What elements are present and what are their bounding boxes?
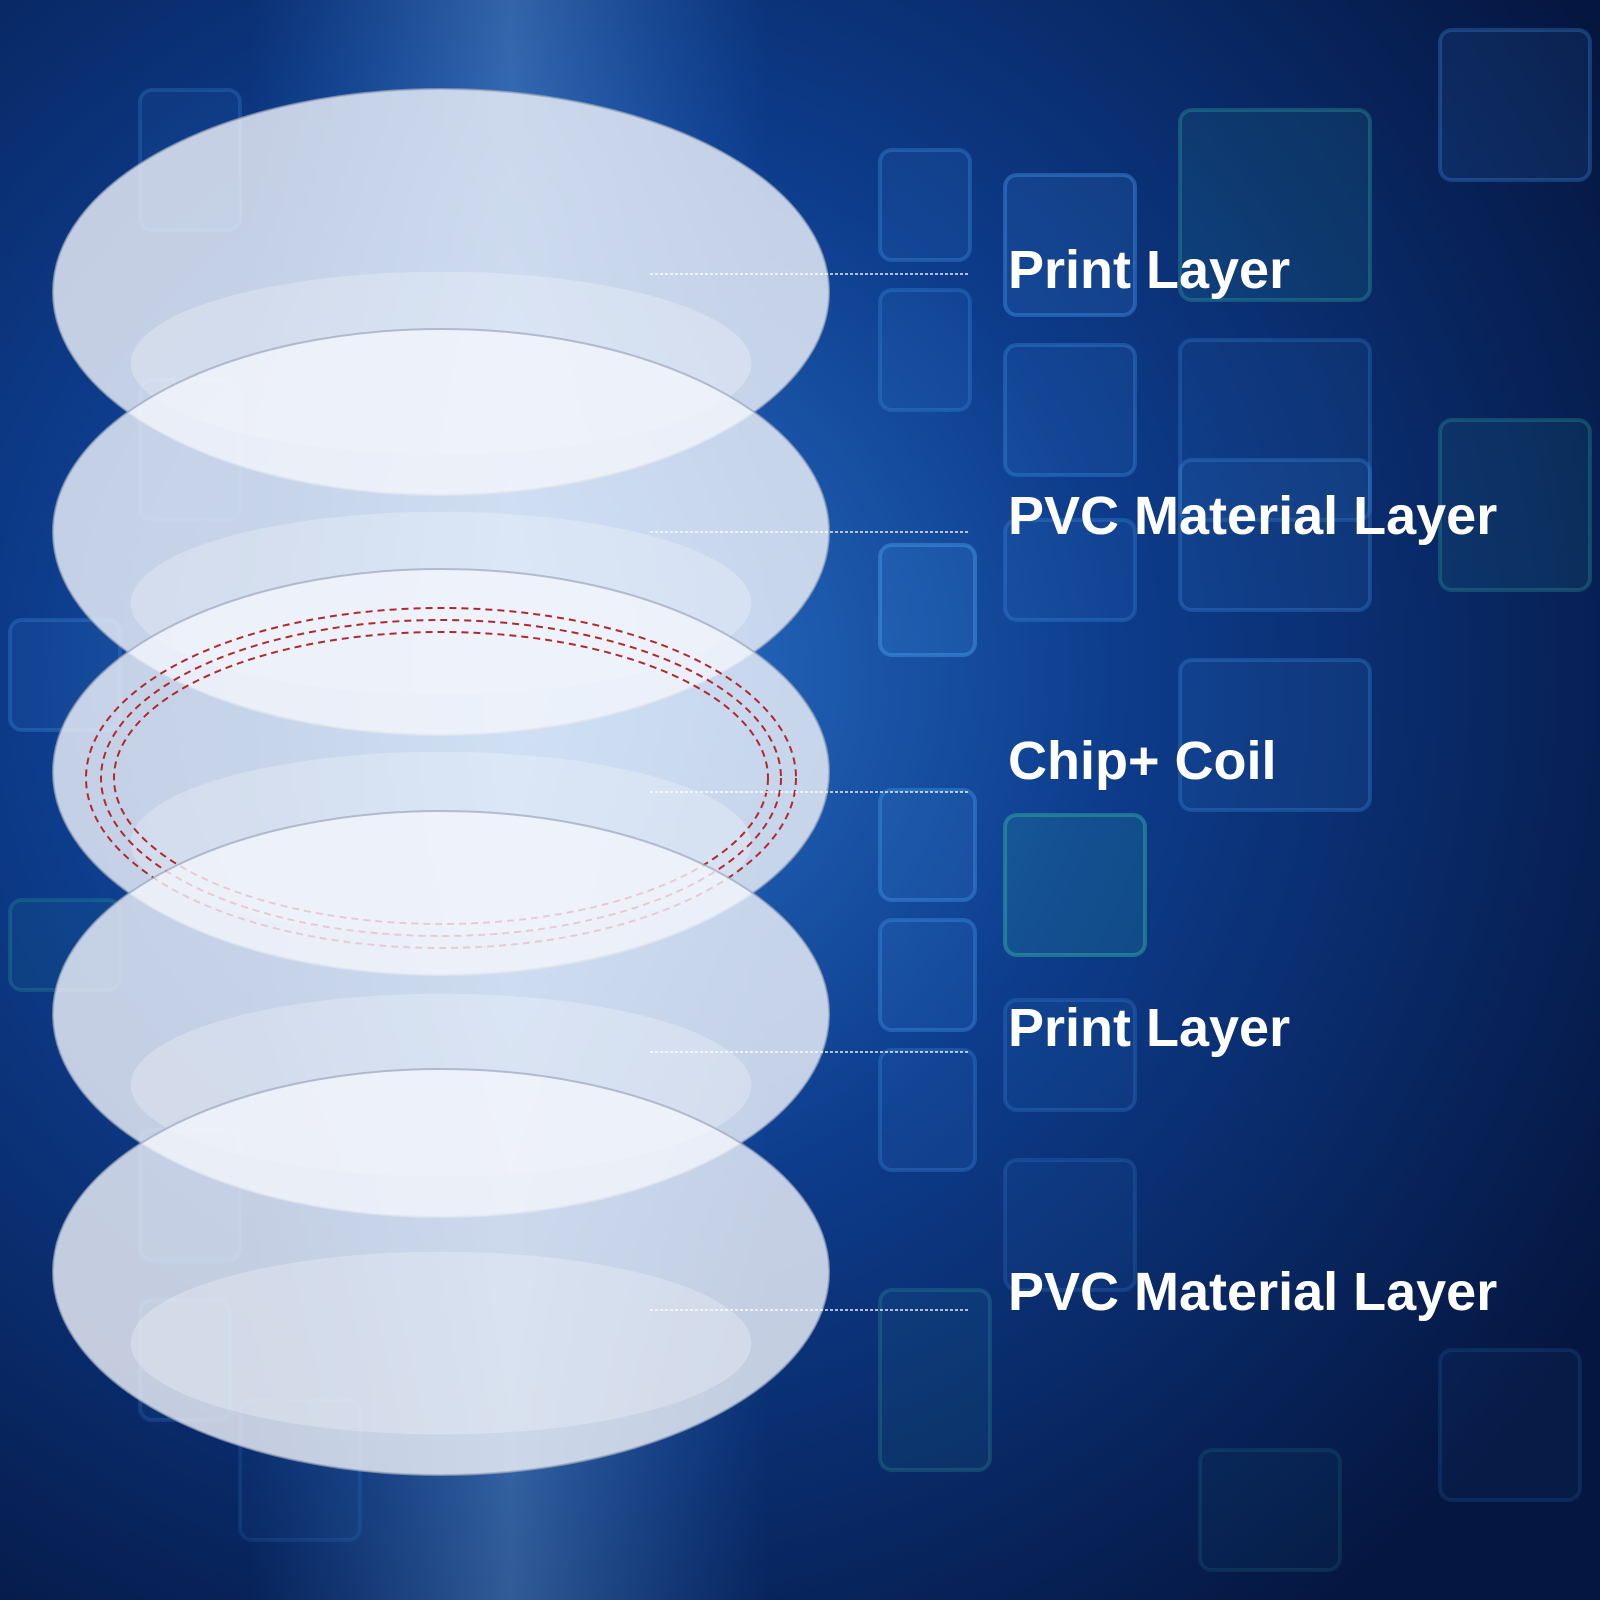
background-panel — [1178, 658, 1372, 812]
background-panel — [1003, 813, 1147, 957]
layer-disc — [52, 1068, 830, 1476]
background-panel — [1178, 458, 1372, 612]
background-panel — [1198, 1448, 1342, 1572]
layer-label: PVC Material Layer — [1008, 1262, 1497, 1322]
background-panel — [878, 543, 977, 657]
background-panel — [1003, 343, 1137, 477]
disc-shape — [52, 1068, 830, 1476]
background-panel — [1178, 338, 1372, 522]
layer-label: Print Layer — [1008, 240, 1290, 300]
background-panel — [1178, 108, 1372, 302]
background-panel — [878, 1288, 992, 1472]
background-panel — [1438, 28, 1592, 182]
background-panels — [8, 28, 1592, 1572]
layer-discs — [52, 88, 830, 1476]
layer-label: PVC Material Layer — [1008, 486, 1497, 546]
layer-label: Chip+ Coil — [1008, 731, 1277, 791]
background-panel — [1003, 998, 1137, 1112]
background-panel — [1438, 1348, 1582, 1502]
background-panel — [1003, 518, 1137, 622]
background-panel — [878, 788, 977, 902]
disc-highlight — [130, 1251, 752, 1435]
layer-label: Print Layer — [1008, 998, 1290, 1058]
background-panel — [1438, 418, 1592, 592]
background-panel — [878, 148, 972, 262]
background-panel — [878, 1048, 977, 1172]
background-panel — [878, 918, 977, 1032]
leader-lines — [650, 273, 968, 1311]
background-panel — [1003, 1158, 1137, 1292]
background-panel — [1003, 173, 1137, 317]
background-panel — [878, 288, 972, 412]
coil-loop — [100, 619, 782, 937]
